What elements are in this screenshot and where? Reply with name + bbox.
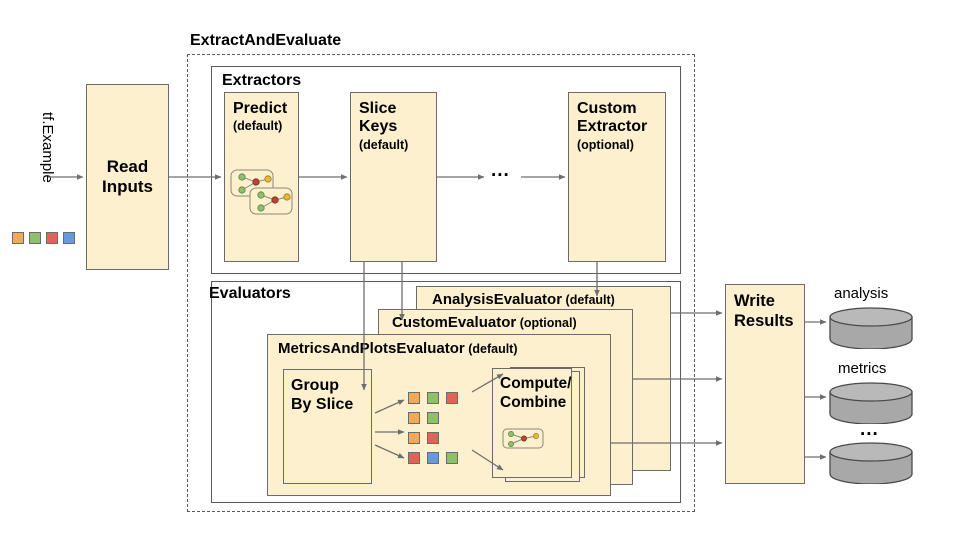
evaluators-title: Evaluators <box>209 285 291 302</box>
compute-combine-line2: Combine <box>500 393 567 411</box>
output-cylinder-more[interactable] <box>828 442 914 484</box>
extractor-slice-keys-qualifier: (default) <box>359 137 409 152</box>
input-swatch-3 <box>46 232 58 244</box>
evaluator-metrics-qualifier: (default) <box>468 342 518 356</box>
slice-swatch <box>427 392 439 404</box>
output-label-ellipsis: ... <box>860 419 879 440</box>
slice-swatch <box>427 432 439 444</box>
extractor-custom-line2: Extractor <box>577 118 648 136</box>
extractor-custom-line1: Custom <box>577 100 637 117</box>
slice-swatch <box>427 412 439 424</box>
slice-swatch <box>408 452 420 464</box>
evaluator-analysis-name: AnalysisEvaluator <box>432 291 563 308</box>
compute-combine-line1: Compute/ <box>500 375 572 392</box>
group-by-slice-line2: By Slice <box>291 396 354 414</box>
extractor-box-slice-keys[interactable]: Slice Keys (default) <box>350 92 437 262</box>
extract-and-evaluate-title: ExtractAndEvaluate <box>190 32 342 49</box>
compute-combine-graph-icon <box>502 428 544 449</box>
evaluator-custom-qualifier: (optional) <box>519 316 577 330</box>
group-by-slice-box[interactable]: Group By Slice <box>283 369 372 484</box>
extractor-slice-keys-line2: Keys <box>359 118 398 136</box>
evaluator-metrics-label: MetricsAndPlotsEvaluator (default) <box>278 340 518 357</box>
output-label-analysis: analysis <box>834 285 889 302</box>
evaluator-metrics-name: MetricsAndPlotsEvaluator <box>278 340 465 357</box>
read-inputs-line2: Inputs <box>102 177 153 196</box>
input-swatch-2 <box>29 232 41 244</box>
extractors-title: Extractors <box>222 72 302 89</box>
evaluator-custom-name: CustomEvaluator <box>392 314 517 331</box>
slice-swatch <box>408 392 420 404</box>
extractor-custom-qualifier: (optional) <box>577 137 634 152</box>
write-results-line1: Write <box>734 292 775 310</box>
extractor-slice-keys-line1: Slice <box>359 100 397 117</box>
extract-and-evaluate-container <box>187 54 695 512</box>
output-label-metrics: metrics <box>838 360 887 377</box>
write-results-line2: Results <box>734 311 794 330</box>
slice-swatch <box>446 452 458 464</box>
input-swatch-4 <box>63 232 75 244</box>
slice-groups <box>408 392 470 468</box>
read-inputs-box[interactable]: Read Inputs <box>86 84 169 270</box>
group-by-slice-line1: Group <box>291 377 339 394</box>
output-cylinder-analysis[interactable] <box>828 307 914 349</box>
evaluator-analysis-qualifier: (default) <box>565 293 615 307</box>
evaluator-analysis-label: AnalysisEvaluator (default) <box>432 291 615 308</box>
extractor-predict-line1: Predict <box>233 100 288 117</box>
read-inputs-line1: Read <box>106 156 149 176</box>
output-cylinder-metrics[interactable] <box>828 382 914 424</box>
compute-combine-box[interactable]: Compute/ Combine <box>492 368 572 478</box>
evaluator-custom-label: CustomEvaluator (optional) <box>392 314 577 331</box>
input-stream-label: tf.Example <box>39 112 56 183</box>
slice-swatch <box>446 392 458 404</box>
predict-graph-icon <box>230 169 293 215</box>
input-swatch-1 <box>12 232 24 244</box>
extractor-box-custom[interactable]: Custom Extractor (optional) <box>568 92 666 262</box>
extractors-ellipsis: ... <box>491 160 510 181</box>
slice-swatch <box>427 452 439 464</box>
extractor-predict-qualifier: (default) <box>233 119 283 134</box>
write-results-box[interactable]: Write Results <box>725 284 805 484</box>
input-swatches <box>12 232 76 246</box>
slice-swatch <box>408 412 420 424</box>
slice-swatch <box>408 432 420 444</box>
